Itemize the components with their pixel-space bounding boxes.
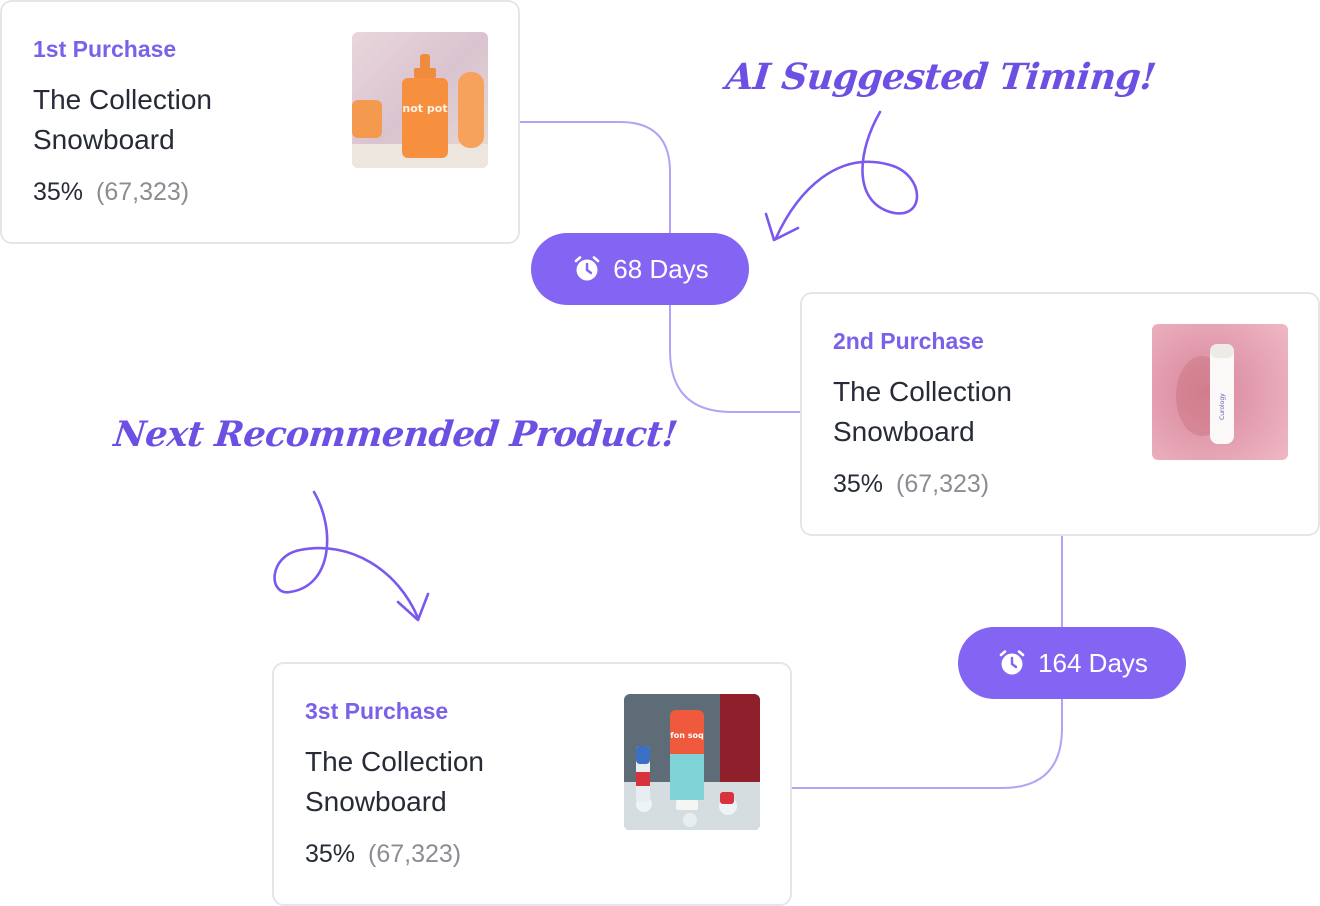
brand-text: not pot bbox=[402, 102, 447, 115]
purchase-count: (67,323) bbox=[368, 840, 462, 868]
purchase-stats: 35% (67,323) bbox=[305, 840, 461, 869]
alarm-clock-icon bbox=[574, 256, 600, 281]
connector-1st-to-68-days bbox=[520, 121, 671, 234]
connector-164-days-to-3rd bbox=[792, 698, 1063, 789]
purchase-percent: 35% bbox=[833, 470, 884, 498]
product-title: The Collection Snowboard bbox=[33, 84, 212, 155]
timing-pill-164-days: 164 Days bbox=[958, 627, 1186, 699]
timing-label: 164 Days bbox=[1038, 647, 1148, 678]
white-tube-on-pink-photo-icon: Curology bbox=[1152, 324, 1288, 460]
sunscreen-tube-on-ice-photo-icon: fon soq bbox=[624, 694, 760, 830]
purchase-card-1[interactable]: 1st Purchase The Collection Snowboard 35… bbox=[0, 0, 520, 244]
next-recommended-product-callout: Next Recommended Product! bbox=[111, 414, 680, 455]
purchase-stats: 35% (67,323) bbox=[833, 470, 989, 499]
product-title: The Collection Snowboard bbox=[833, 376, 1012, 447]
timing-pill-68-days: 68 Days bbox=[531, 233, 749, 305]
timing-label: 68 Days bbox=[613, 253, 709, 284]
brand-text: fon soq bbox=[670, 731, 704, 740]
purchase-count: (67,323) bbox=[896, 470, 990, 498]
ai-suggested-timing-callout: AI Suggested Timing! bbox=[723, 56, 1158, 98]
curly-arrow-timing-icon bbox=[764, 110, 919, 242]
curly-arrow-product-icon bbox=[273, 490, 430, 622]
purchase-count: (67,323) bbox=[96, 178, 190, 206]
product-title: The Collection Snowboard bbox=[305, 746, 484, 817]
brand-text: Curology bbox=[1219, 393, 1226, 420]
alarm-clock-icon bbox=[999, 650, 1025, 675]
purchase-label: 3st Purchase bbox=[305, 698, 449, 724]
connector-68-days-to-2nd bbox=[669, 304, 802, 413]
purchase-label: 2nd Purchase bbox=[833, 328, 984, 354]
purchase-percent: 35% bbox=[33, 178, 84, 206]
purchase-card-3[interactable]: 3st Purchase The Collection Snowboard 35… bbox=[272, 662, 792, 906]
purchase-stats: 35% (67,323) bbox=[33, 178, 189, 207]
purchase-card-2[interactable]: 2nd Purchase The Collection Snowboard 35… bbox=[800, 292, 1320, 536]
orange-serum-bottle-photo-icon: not pot bbox=[352, 32, 488, 168]
purchase-percent: 35% bbox=[305, 840, 356, 868]
purchase-label: 1st Purchase bbox=[33, 36, 177, 62]
